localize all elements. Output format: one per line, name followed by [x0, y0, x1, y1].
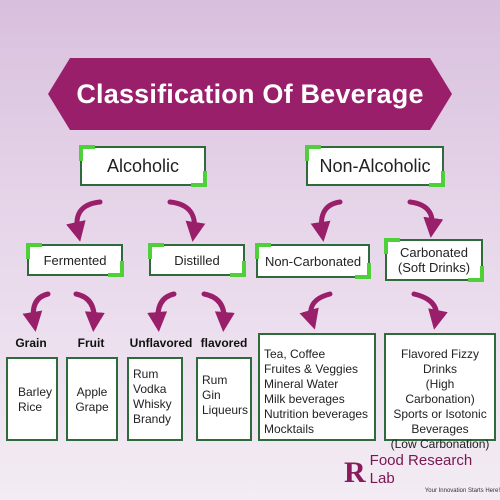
- soft-drinks-label: (Soft Drinks): [397, 260, 471, 275]
- fermented-label: Fermented: [43, 252, 107, 268]
- unflavored-list: Rum Vodka Whisky Brandy: [127, 357, 183, 441]
- list-item: (High Carbonation): [405, 377, 475, 406]
- list-item: Fruites & Veggies: [264, 362, 359, 376]
- non-carbonated-list: Tea, Coffee Fruites & Veggies Mineral Wa…: [258, 333, 376, 441]
- non-alcoholic-box: Non-Alcoholic: [305, 145, 445, 187]
- fruit-heading: Fruit: [77, 336, 105, 350]
- list-item: (Low Carbonation): [390, 437, 490, 451]
- list-item: Rice: [18, 400, 43, 414]
- non-alcoholic-label: Non-Alcoholic: [319, 155, 431, 176]
- carbonated-list: Flavored Fizzy Drinks (High Carbonation)…: [384, 333, 496, 451]
- arrow-nonalc-noncarbonated: [310, 199, 343, 242]
- logo-name: Food Research Lab: [369, 452, 473, 487]
- list-item: Grape: [75, 400, 109, 414]
- list-item: Mineral Water: [264, 377, 339, 391]
- grain-list: Barley Rice: [6, 357, 58, 441]
- flavored-list: Rum Gin Liqueurs: [196, 357, 252, 441]
- arrow-alcoholic-fermented: [66, 199, 103, 242]
- list-item: Nutrition beverages: [264, 407, 369, 421]
- distilled-label: Distilled: [174, 252, 220, 268]
- arrow-nonalc-carbonated: [407, 199, 444, 238]
- list-item: Liqueurs: [202, 403, 249, 417]
- list-item: Milk beverages: [264, 392, 345, 406]
- title-banner: Classification Of Beverage: [48, 58, 452, 130]
- flavored-heading: flavored: [200, 336, 248, 350]
- distilled-box: Distilled: [148, 243, 246, 277]
- alcoholic-box: Alcoholic: [79, 145, 207, 187]
- food-research-lab-logo: R Food Research Lab Your Innovation Star…: [344, 452, 500, 494]
- carbonated-box: Carbonated (Soft Drinks): [384, 238, 484, 282]
- carbonated-label: Carbonated: [400, 245, 468, 260]
- alcoholic-label: Alcoholic: [106, 155, 180, 176]
- list-item: Whisky: [133, 397, 172, 411]
- arrow-carb-list: [411, 291, 448, 330]
- non-carbonated-box: Non-Carbonated: [255, 243, 371, 279]
- arrow-distilled-unflavored: [147, 291, 177, 332]
- list-item: Mocktails: [264, 422, 315, 436]
- list-item: Gin: [202, 388, 221, 402]
- list-item: Rum: [133, 367, 159, 381]
- logo-tagline: Your Innovation Starts Here!: [424, 488, 500, 494]
- list-item: Beverages: [411, 422, 469, 436]
- unflavored-heading: Unflavored: [129, 336, 193, 350]
- list-item: Apple: [76, 385, 108, 399]
- fruit-list: Apple Grape: [66, 357, 118, 441]
- arrow-fermented-grain: [22, 291, 51, 332]
- list-item: Drinks: [422, 362, 457, 376]
- list-item: Flavored Fizzy: [400, 347, 480, 361]
- arrow-alcoholic-distilled: [167, 199, 206, 242]
- fermented-box: Fermented: [26, 243, 124, 277]
- list-item: Vodka: [133, 382, 167, 396]
- page-title: Classification Of Beverage: [76, 78, 424, 109]
- list-item: Tea, Coffee: [264, 347, 326, 361]
- arrow-noncarb-list: [299, 291, 333, 330]
- arrow-distilled-flavored: [201, 291, 235, 332]
- arrow-fermented-fruit: [73, 291, 105, 332]
- list-item: Barley: [18, 385, 53, 399]
- grain-heading: Grain: [15, 336, 47, 350]
- list-item: Brandy: [133, 412, 172, 426]
- logo-mark: R: [344, 456, 366, 489]
- list-item: Rum: [202, 373, 228, 387]
- non-carbonated-label: Non-Carbonated: [264, 253, 362, 269]
- list-item: Sports or Isotonic: [393, 407, 487, 421]
